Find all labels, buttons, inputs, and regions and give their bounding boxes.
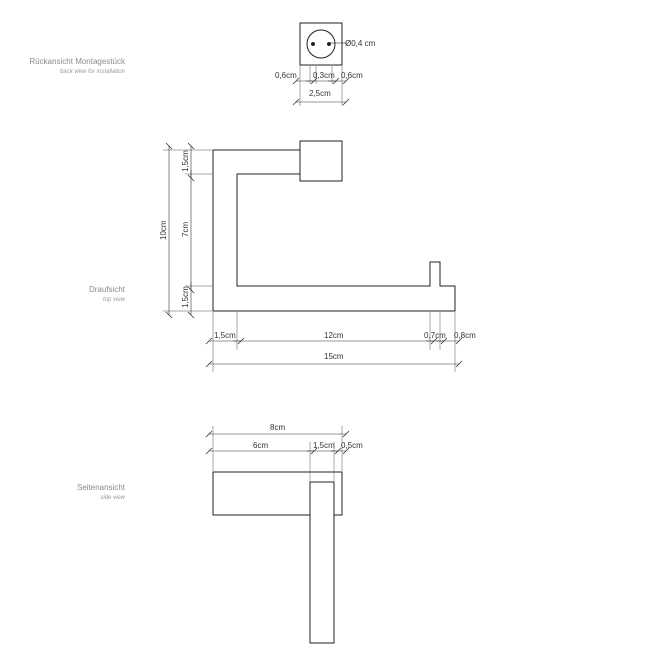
side-view-label: Seitenansicht side view [77,483,126,501]
mounting-plate-side [309,481,335,644]
mounting-circle [306,29,336,59]
dim-back-total: 2,5cm [309,89,331,98]
back-view-drawing: Ø0,4 cm 0,6cm 0,3cm 0,6cm 2,5cm [275,22,376,106]
top-view-label: Draufsicht top view [89,285,126,303]
holder-top-outline [212,149,456,312]
dim-back-right: 0,6cm [341,71,363,80]
dim-side-end: 0,5cm [341,441,363,450]
mounting-block-top [299,140,343,182]
dim-top-overall-height: 10cm [159,220,168,240]
top-view-drawing: 10cm 1,5cm 7cm 1,5cm 1,5cm 12cm 0,7cm 0,… [159,140,476,372]
arm-side-outline [212,471,343,516]
screw-hole-right [327,42,331,46]
dim-top-gap: 0,7cm [424,331,446,340]
dim-top-middle: 7cm [181,222,190,237]
dim-top-lower: 1,5cm [181,286,190,308]
top-view-title: Draufsicht [89,285,126,294]
back-view-label: Rückansicht Montagestück back view for i… [29,57,126,75]
side-view-drawing: 8cm 6cm 1,5cm 0,5cm [205,423,363,644]
side-view-subtitle: side view [100,495,125,501]
dim-top-span: 12cm [324,331,344,340]
dim-back-mid: 0,3cm [313,71,335,80]
dim-top-tip: 0,8cm [454,331,476,340]
dim-side-overall: 8cm [270,423,285,432]
dim-side-arm: 6cm [253,441,268,450]
dim-top-left: 1,5cm [214,331,236,340]
dim-back-left: 0,6cm [275,71,297,80]
back-view-subtitle: back view for installation [60,69,126,75]
dim-side-block: 1,5cm [313,441,335,450]
dim-hole-diameter: Ø0,4 cm [345,39,376,48]
top-view-subtitle: top view [103,297,126,303]
screw-hole-left [311,42,315,46]
dim-top-total-width: 15cm [324,352,344,361]
mounting-plate-outline [299,22,343,66]
back-view-title: Rückansicht Montagestück [29,57,126,66]
dim-top-upper: 1,5cm [181,150,190,172]
side-view-title: Seitenansicht [77,483,126,492]
